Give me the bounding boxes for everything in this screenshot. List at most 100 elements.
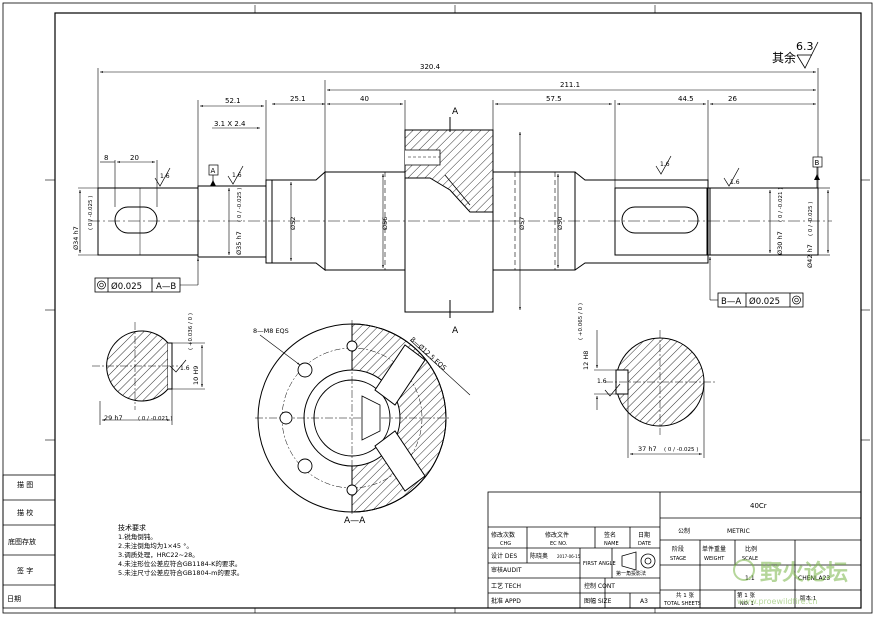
- tb-scale-label: 比例: [745, 545, 757, 553]
- s2-label: A—A: [344, 516, 366, 526]
- dim-chamfer: 3.1 X 2.4: [214, 120, 246, 128]
- tb-sheet-en: NO. 1: [740, 601, 754, 607]
- tb-date-en: DATE: [638, 541, 651, 547]
- tb-size-label: 图幅 SIZE: [584, 597, 612, 605]
- svg-text:B: B: [815, 159, 820, 167]
- dimension-lines: [78, 68, 830, 310]
- dim-total-length: 320.4: [420, 63, 441, 71]
- dim-dia-r2: Ø42 h7: [806, 244, 814, 268]
- fcf-right: B—A Ø0.025: [709, 257, 804, 308]
- section-right-keyway: [594, 330, 715, 458]
- tb-material: 40Cr: [750, 502, 767, 510]
- dim-dia-left: Ø34 h7: [72, 226, 80, 250]
- dim-dia-52: Ø52: [289, 217, 297, 230]
- tb-drawing-no: CHENLA23: [798, 575, 830, 582]
- s3-width-tol: ( 0 / -0.025 ): [664, 447, 698, 453]
- strip-label-check: 描 校: [17, 508, 33, 517]
- fcf-left: Ø0.025 A—B: [94, 258, 199, 293]
- watermark-url: www.proewildfire.cn: [737, 597, 818, 606]
- tb-des-label: 设计 DES: [491, 552, 517, 560]
- notes-line-2: 2.未注倒角均为1×45 °。: [118, 541, 193, 550]
- tb-stage-label: 阶段: [672, 545, 684, 553]
- title-block: [487, 491, 862, 609]
- dim-52: 52.1: [225, 97, 241, 105]
- svg-text:Ø0.025: Ø0.025: [749, 296, 780, 307]
- tb-des-name: 陈晓奥: [530, 552, 548, 560]
- tb-tolerance-val: METRIC: [727, 528, 750, 535]
- tb-sheets-label: 共 1 张: [676, 591, 694, 599]
- notes-title: 技术要求: [118, 523, 146, 532]
- dim-211: 211.1: [560, 81, 580, 89]
- tb-scale-en: SCALE: [742, 556, 758, 562]
- rough-1: 1.6: [160, 173, 170, 180]
- watermark: 野火论坛 www.proewildfire.cn: [733, 559, 848, 606]
- s1-width-tol: ( 0 / -0.021 ): [138, 416, 172, 422]
- roughness-other-symbol: 其余 6.3: [772, 40, 819, 69]
- s3-key: 12 H8: [582, 351, 590, 370]
- s1-width: 29 h7: [104, 414, 123, 422]
- dim-20: 20: [130, 154, 139, 162]
- section-left-keyway: [92, 322, 205, 425]
- tb-sheet-label: 第 1 张: [737, 591, 755, 599]
- tb-first-angle-cn: 第一角投影法: [616, 570, 646, 577]
- notes-line-3: 3.调质处理，HRC22~28。: [118, 550, 199, 559]
- tb-des-date: 2017-06-15: [557, 554, 581, 559]
- s1-rough: 1.6: [180, 365, 190, 372]
- dim-dia-56: Ø56: [381, 217, 389, 230]
- tb-tolerance-label: 公制: [678, 527, 690, 535]
- dim-dia-r2-tol: ( 0 / -0.025 ): [808, 202, 814, 236]
- tb-date-label: 日期: [638, 531, 650, 539]
- tb-sheets-en: TOTAL SHEETS: [663, 601, 701, 607]
- tb-cont-label: 控制 CONT: [584, 582, 615, 590]
- s2-holes: 8—M8 EQS: [253, 327, 289, 335]
- svg-text:A: A: [211, 167, 216, 175]
- tb-chg-label: 修改次数: [491, 531, 515, 539]
- tb-audit-label: 审核AUDIT: [491, 566, 522, 574]
- flange-hatched-section: [404, 129, 494, 213]
- technical-notes: 技术要求 1.锐角倒钝。 2.未注倒角均为1×45 °。 3.调质处理，HRC2…: [118, 523, 243, 577]
- svg-text:6.3: 6.3: [796, 40, 814, 53]
- svg-text:其余: 其余: [772, 50, 796, 65]
- rough-3: 1.6: [660, 161, 670, 168]
- tb-first-angle: FIRST ANGLE: [583, 561, 616, 567]
- rough-2: 1.6: [232, 172, 242, 179]
- tb-version: 版本:1: [800, 594, 816, 602]
- tb-size-val: A3: [640, 598, 648, 605]
- dim-26: 26: [728, 95, 737, 103]
- tb-appd-label: 批准 APPD: [491, 597, 521, 605]
- s1-key: 10 H9: [192, 366, 200, 385]
- dim-44: 44.5: [678, 95, 694, 103]
- tb-stage-en: STAGE: [670, 556, 686, 562]
- tb-ec-en: EC NO.: [550, 541, 568, 547]
- dim-dia-r1-tol: ( 0 / -0.021 ): [778, 188, 784, 222]
- strip-label-sign: 签 字: [17, 566, 33, 575]
- tb-ec-label: 修改文件: [545, 531, 569, 539]
- section-a-a-view: [255, 320, 471, 515]
- tb-weight-en: WEIGHT: [704, 556, 725, 562]
- strip-label-date: 日期: [7, 595, 21, 603]
- notes-line-5: 5.未注尺寸公差应符合GB1804-m的要求。: [118, 568, 243, 577]
- svg-text:Ø0.025: Ø0.025: [111, 281, 142, 292]
- left-sign-strip: [2, 474, 56, 609]
- dim-25: 25.1: [290, 95, 306, 103]
- dim-57: 57.5: [546, 95, 562, 103]
- tb-name-en: NAME: [604, 541, 619, 547]
- dim-dia-r1: Ø30 h7: [776, 231, 784, 255]
- s3-width: 37 h7: [638, 445, 657, 453]
- watermark-cn: 野火论坛: [760, 560, 848, 586]
- roughness-symbols: [154, 155, 740, 187]
- notes-line-1: 1.锐角倒钝。: [118, 532, 157, 541]
- dim-40: 40: [360, 95, 369, 103]
- dim-dia-left-tol: ( 0 / -0.025 ): [88, 196, 94, 230]
- dim-8: 8: [104, 154, 108, 162]
- tb-weight-label: 单件重量: [702, 545, 726, 553]
- svg-text:B—A: B—A: [721, 297, 741, 307]
- shaft-main-view: [88, 129, 832, 313]
- section-a-top: A: [452, 107, 459, 117]
- tb-name-label: 签名: [604, 531, 616, 539]
- dim-dia-b2-tol: ( 0 / -0.025 ): [237, 188, 243, 222]
- strip-label-trace: 描 图: [17, 480, 33, 489]
- notes-line-4: 4.未注形位公差应符合GB1184-K的要求。: [118, 559, 241, 568]
